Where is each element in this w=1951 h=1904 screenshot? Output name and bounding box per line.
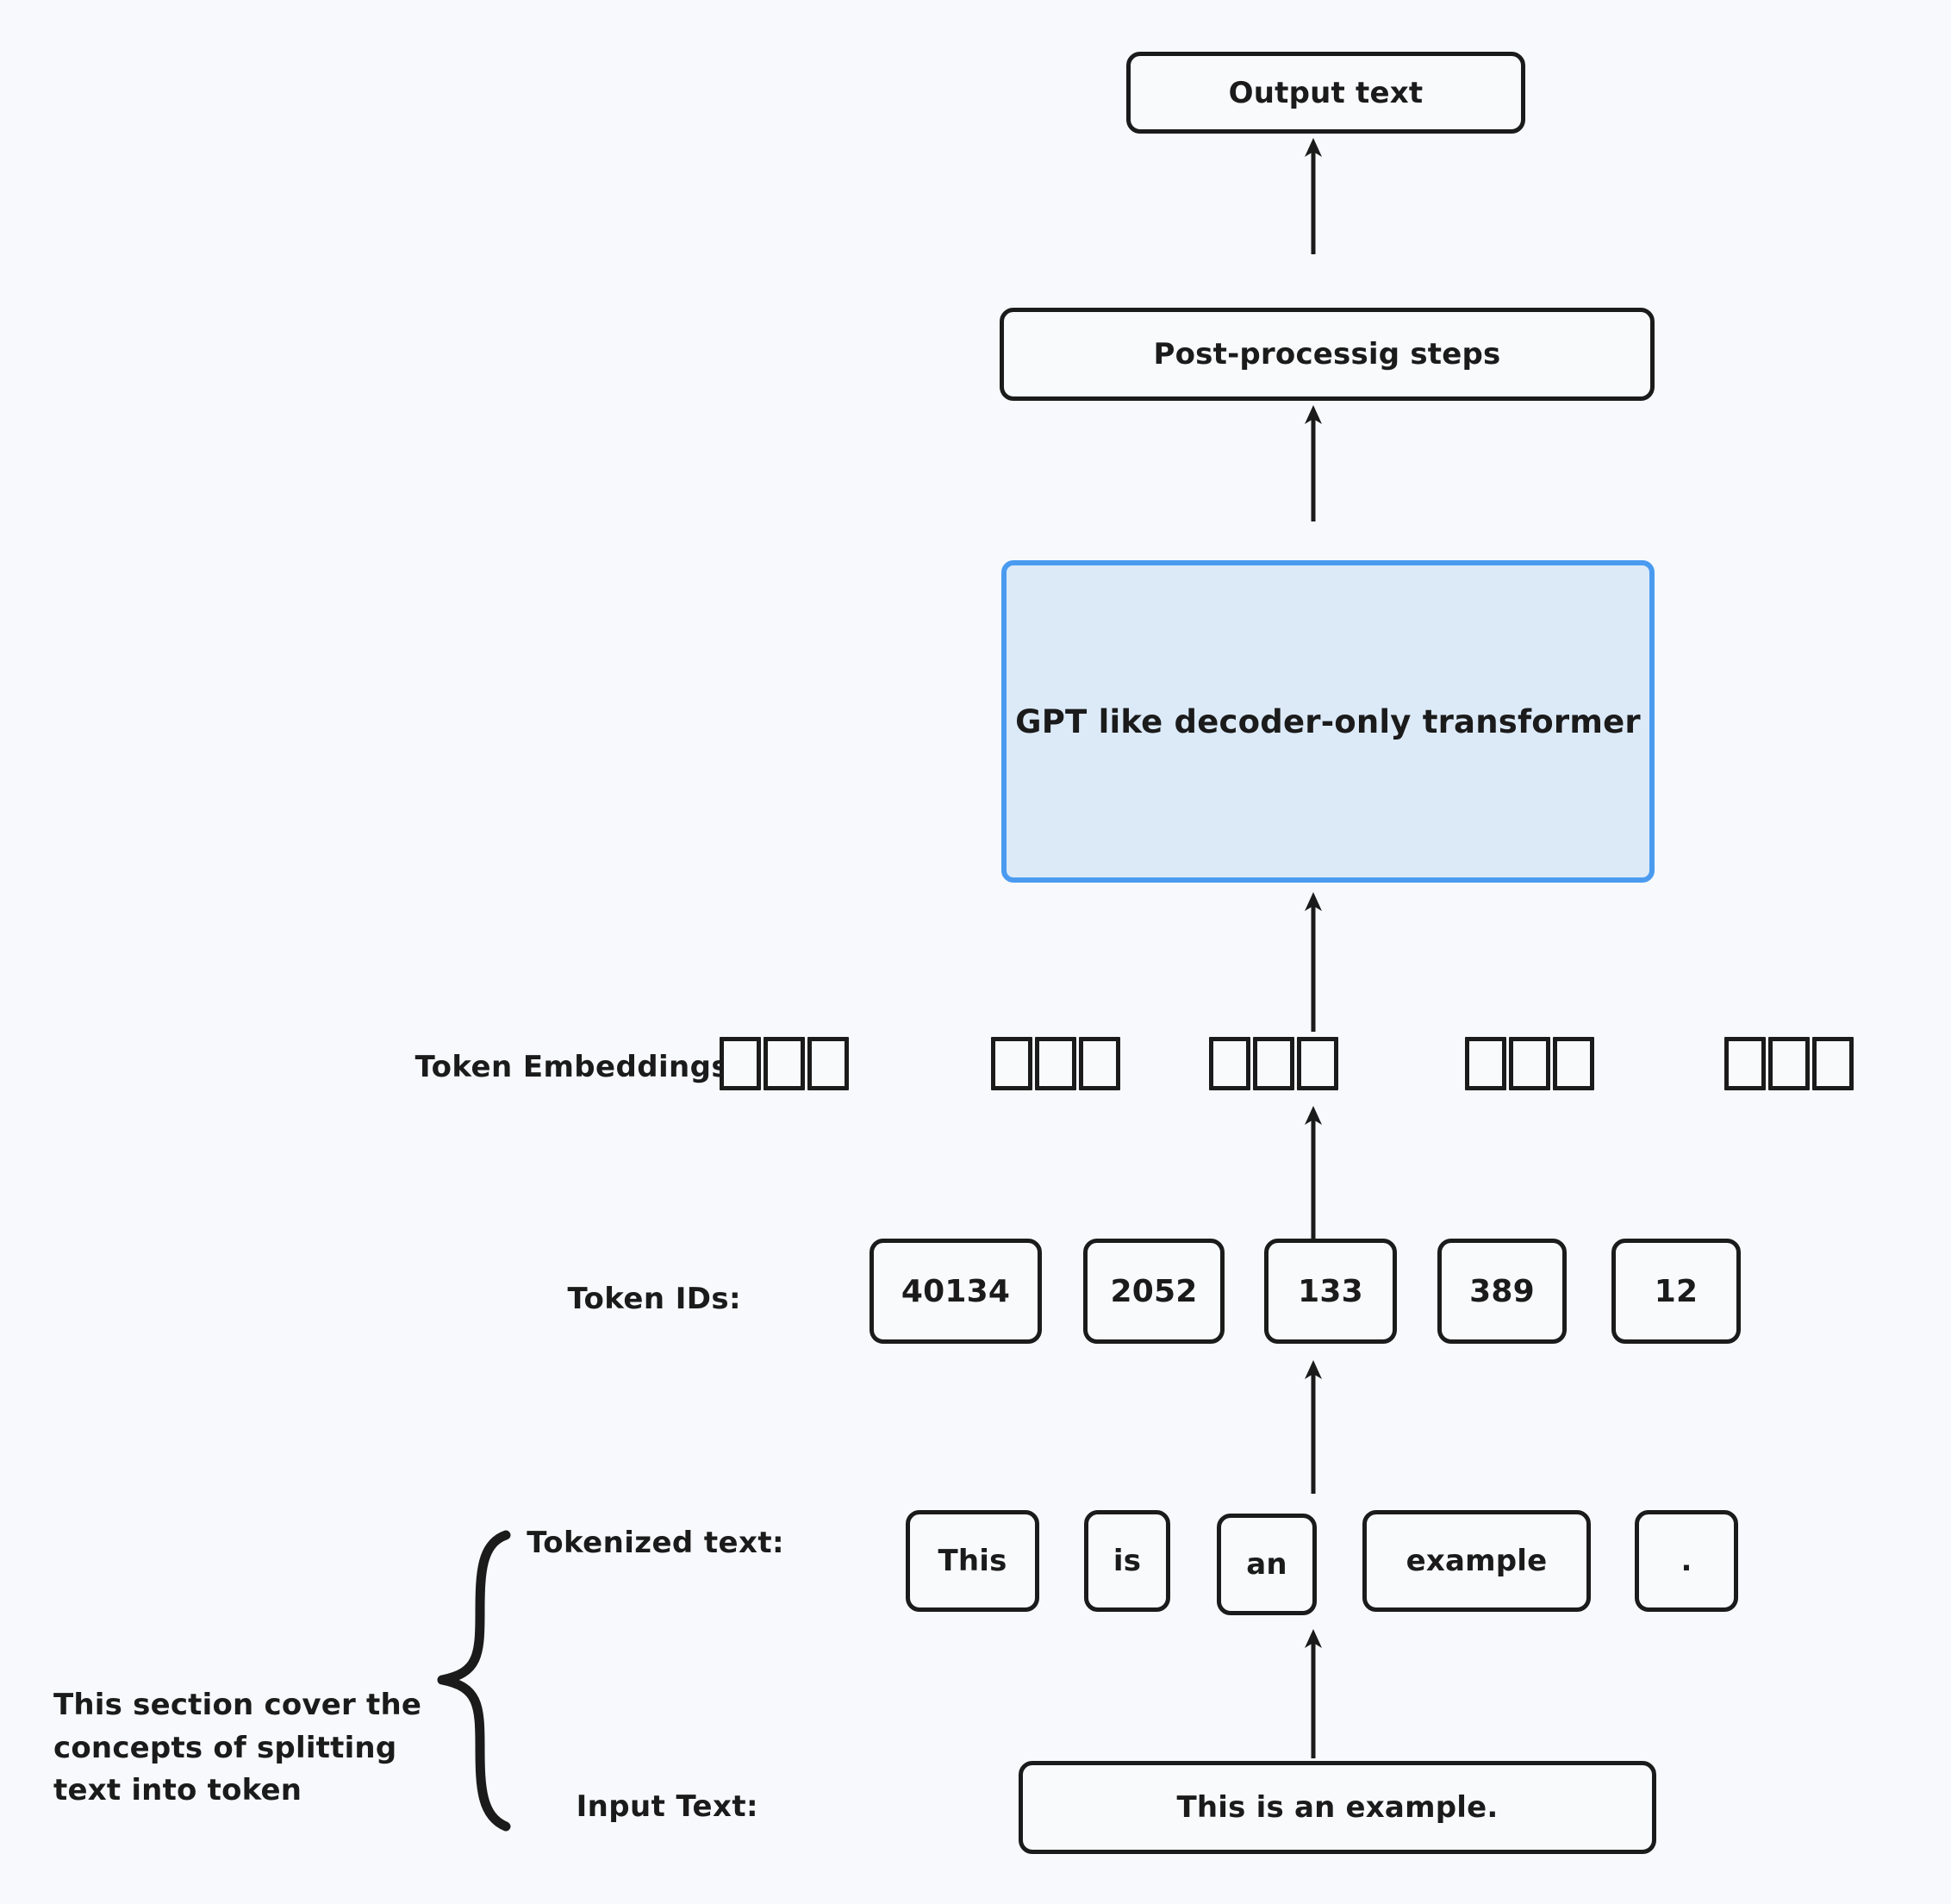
embedding-cell bbox=[720, 1037, 761, 1090]
row-label-tokenized-text: Tokenized text: bbox=[259, 1526, 784, 1560]
node-input-text[interactable]: This is an example. bbox=[1019, 1761, 1656, 1854]
token-id-value: 133 bbox=[1298, 1273, 1363, 1309]
embedding-cell bbox=[1768, 1037, 1810, 1090]
token-value: . bbox=[1680, 1544, 1692, 1578]
node-transformer-model-label: GPT like decoder-only transformer bbox=[1015, 702, 1641, 740]
token-value: an bbox=[1246, 1547, 1287, 1582]
embedding-cell bbox=[1035, 1037, 1076, 1090]
token-box[interactable]: This bbox=[906, 1510, 1039, 1612]
node-post-processing[interactable]: Post-processig steps bbox=[1000, 308, 1655, 401]
embedding-group-4 bbox=[1465, 1037, 1594, 1090]
embedding-cell bbox=[1297, 1037, 1338, 1090]
token-value: is bbox=[1113, 1544, 1142, 1578]
token-id-value: 389 bbox=[1469, 1273, 1535, 1309]
node-transformer-model[interactable]: GPT like decoder-only transformer bbox=[1001, 560, 1655, 883]
embedding-cell bbox=[991, 1037, 1032, 1090]
token-box[interactable]: example bbox=[1362, 1510, 1591, 1612]
embedding-cell bbox=[807, 1037, 849, 1090]
row-label-input-text-text: Input Text: bbox=[576, 1789, 758, 1824]
embedding-group-2 bbox=[991, 1037, 1120, 1090]
row-label-token-embeddings: Token Embeddings: bbox=[259, 1050, 741, 1084]
embedding-group-3 bbox=[1209, 1037, 1338, 1090]
row-label-token-embeddings-text: Token Embeddings: bbox=[415, 1050, 741, 1084]
token-id-box[interactable]: 133 bbox=[1264, 1239, 1397, 1344]
token-id-box[interactable]: 2052 bbox=[1083, 1239, 1225, 1344]
embedding-cell bbox=[1465, 1037, 1506, 1090]
row-label-token-ids: Token IDs: bbox=[327, 1282, 741, 1316]
row-label-token-ids-text: Token IDs: bbox=[567, 1282, 741, 1316]
token-box[interactable]: . bbox=[1635, 1510, 1738, 1612]
node-output-text-label: Output text bbox=[1228, 75, 1424, 110]
annotation-section-note-text: This section cover the concepts of split… bbox=[53, 1688, 422, 1807]
token-id-box[interactable]: 389 bbox=[1437, 1239, 1567, 1344]
arrow-tokens-to-tokenids bbox=[1300, 1360, 1327, 1494]
arrow-model-to-postprocess bbox=[1300, 405, 1327, 521]
arrow-postprocess-to-output bbox=[1300, 138, 1327, 254]
annotation-section-note: This section cover the concepts of split… bbox=[53, 1642, 424, 1812]
embedding-group-1 bbox=[720, 1037, 849, 1090]
embedding-cell bbox=[1209, 1037, 1250, 1090]
embedding-group-5 bbox=[1724, 1037, 1854, 1090]
embedding-cell bbox=[1724, 1037, 1766, 1090]
embedding-cell bbox=[764, 1037, 805, 1090]
row-label-tokenized-text-text: Tokenized text: bbox=[527, 1526, 784, 1560]
token-box[interactable]: is bbox=[1084, 1510, 1170, 1612]
token-id-value: 12 bbox=[1654, 1273, 1699, 1309]
embedding-cell bbox=[1812, 1037, 1854, 1090]
node-post-processing-label: Post-processig steps bbox=[1153, 337, 1501, 371]
arrow-embeddings-to-model bbox=[1300, 892, 1327, 1032]
node-input-text-label: This is an example. bbox=[1176, 1790, 1499, 1825]
token-box[interactable]: an bbox=[1217, 1514, 1317, 1615]
token-id-box[interactable]: 12 bbox=[1611, 1239, 1741, 1344]
embedding-cell bbox=[1253, 1037, 1294, 1090]
embedding-cell bbox=[1079, 1037, 1120, 1090]
token-id-value: 2052 bbox=[1110, 1273, 1198, 1309]
arrow-tokenids-to-embeddings bbox=[1300, 1106, 1327, 1244]
token-value: example bbox=[1406, 1544, 1548, 1578]
curly-brace-icon bbox=[427, 1530, 521, 1832]
arrow-input-to-tokens bbox=[1300, 1629, 1327, 1758]
row-label-input-text: Input Text: bbox=[293, 1789, 758, 1824]
node-output-text[interactable]: Output text bbox=[1126, 52, 1525, 134]
token-id-value: 40134 bbox=[901, 1273, 1011, 1309]
embedding-cell bbox=[1553, 1037, 1594, 1090]
embedding-cell bbox=[1509, 1037, 1550, 1090]
token-value: This bbox=[938, 1544, 1007, 1578]
token-id-box[interactable]: 40134 bbox=[870, 1239, 1042, 1344]
